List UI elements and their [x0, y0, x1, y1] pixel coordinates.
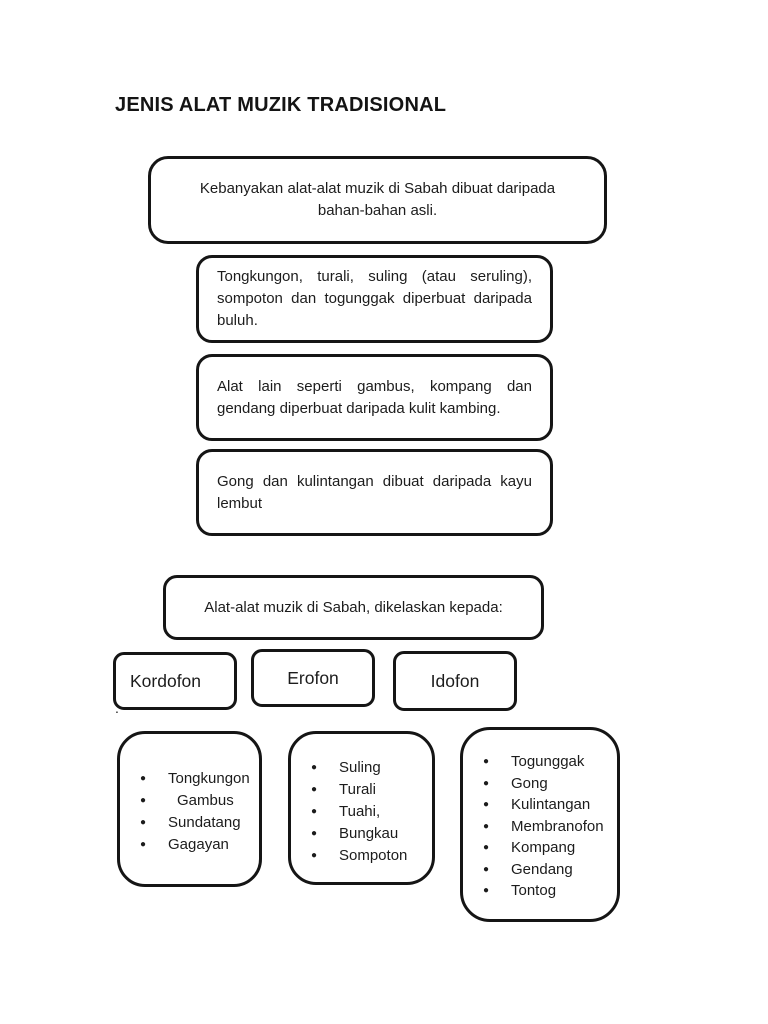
- list-item-label: Kulintangan: [511, 796, 591, 814]
- list-box-idofon: ● Togunggak ● Gong ● Kulintangan ● Membr…: [460, 727, 620, 922]
- material-box-kulit-kambing: Alat lain seperti gambus, kompang dan ge…: [196, 354, 553, 441]
- category-label-idofon: Idofon: [430, 670, 480, 691]
- list-item: ● Membranofon: [480, 816, 611, 838]
- list-item: ● Kulintangan: [480, 794, 611, 816]
- list-item: ● Gambus: [137, 789, 251, 811]
- category-label-erofon: Erofon: [287, 667, 339, 688]
- bullet-icon: ●: [482, 820, 490, 832]
- bullet-icon: ●: [310, 805, 318, 817]
- list-item-label: Membranofon: [511, 817, 604, 835]
- list-item-label: Tuahi,: [339, 802, 381, 820]
- stray-period-mark: .: [115, 700, 119, 716]
- category-box-kordofon: Kordofon: [113, 652, 237, 710]
- list-item-label: Tongkungon: [168, 769, 250, 787]
- bullet-icon: ●: [310, 849, 318, 861]
- bullet-icon: ●: [310, 827, 318, 839]
- list-item: ● Bungkau: [308, 822, 424, 844]
- list-item-label: Sundatang: [168, 813, 241, 831]
- list-item-label: Togunggak: [511, 753, 585, 771]
- category-box-idofon: Idofon: [393, 651, 517, 711]
- material-box-buluh-text: Tongkungon, turali, suling (atau serulin…: [217, 268, 532, 329]
- list-item: ● Turali: [308, 778, 424, 800]
- bullet-icon: ●: [482, 842, 490, 854]
- list-item-label: Turali: [339, 780, 376, 798]
- list-item-label: Gendang: [511, 860, 573, 878]
- bullet-icon: ●: [482, 885, 490, 897]
- intro-box: Kebanyakan alat-alat muzik di Sabah dibu…: [148, 156, 607, 244]
- list-item: ● Tongkungon: [137, 767, 251, 789]
- bullet-icon: ●: [482, 756, 490, 768]
- bullet-icon: ●: [482, 799, 490, 811]
- intro-box-text: Kebanyakan alat-alat muzik di Sabah dibu…: [199, 180, 556, 219]
- page-title: JENIS ALAT MUZIK TRADISIONAL: [115, 94, 447, 116]
- list-item-label: Gambus: [177, 791, 234, 809]
- list-item-label: Gong: [511, 774, 548, 792]
- list-item-label: Kompang: [511, 839, 576, 857]
- list-item: ● Suling: [308, 756, 424, 778]
- bullet-icon: ●: [139, 772, 147, 784]
- classification-box: Alat-alat muzik di Sabah, dikelaskan kep…: [163, 575, 544, 640]
- bullet-icon: ●: [139, 794, 147, 806]
- bullet-icon: ●: [482, 777, 490, 789]
- list-item: ● Tontog: [480, 880, 611, 902]
- bullet-icon: ●: [310, 783, 318, 795]
- list-item: ● Gagayan: [137, 833, 251, 855]
- material-box-buluh: Tongkungon, turali, suling (atau serulin…: [196, 255, 553, 343]
- list-item-label: Gagayan: [168, 835, 229, 853]
- category-label-kordofon: Kordofon: [130, 670, 202, 691]
- material-box-kayu-lembut-text: Gong dan kulintangan dibuat daripada kay…: [217, 472, 532, 512]
- list-item: ● Togunggak: [480, 751, 611, 773]
- material-box-kulit-kambing-text: Alat lain seperti gambus, kompang dan ge…: [217, 377, 532, 417]
- classification-box-text: Alat-alat muzik di Sabah, dikelaskan kep…: [204, 598, 503, 616]
- list-box-kordofon: ● Tongkungon ● Gambus ● Sundatang ● Gaga…: [117, 731, 262, 887]
- list-item: ● Sundatang: [137, 811, 251, 833]
- list-item: ● Gong: [480, 773, 611, 795]
- list-item: ● Tuahi,: [308, 800, 424, 822]
- list-item: ● Gendang: [480, 859, 611, 881]
- list-item-label: Suling: [339, 758, 381, 776]
- material-box-kayu-lembut: Gong dan kulintangan dibuat daripada kay…: [196, 449, 553, 536]
- bullet-icon: ●: [310, 761, 318, 773]
- list-item: ● Kompang: [480, 837, 611, 859]
- list-item-label: Bungkau: [339, 824, 399, 842]
- list-item-label: Tontog: [511, 882, 557, 900]
- bullet-icon: ●: [139, 838, 147, 850]
- list-item-label: Sompoton: [339, 846, 408, 864]
- list-item: ● Sompoton: [308, 844, 424, 866]
- bullet-icon: ●: [482, 863, 490, 875]
- list-box-erofon: ● Suling ● Turali ● Tuahi, ● Bungkau ● S…: [288, 731, 435, 885]
- bullet-icon: ●: [139, 816, 147, 828]
- category-box-erofon: Erofon: [251, 649, 375, 707]
